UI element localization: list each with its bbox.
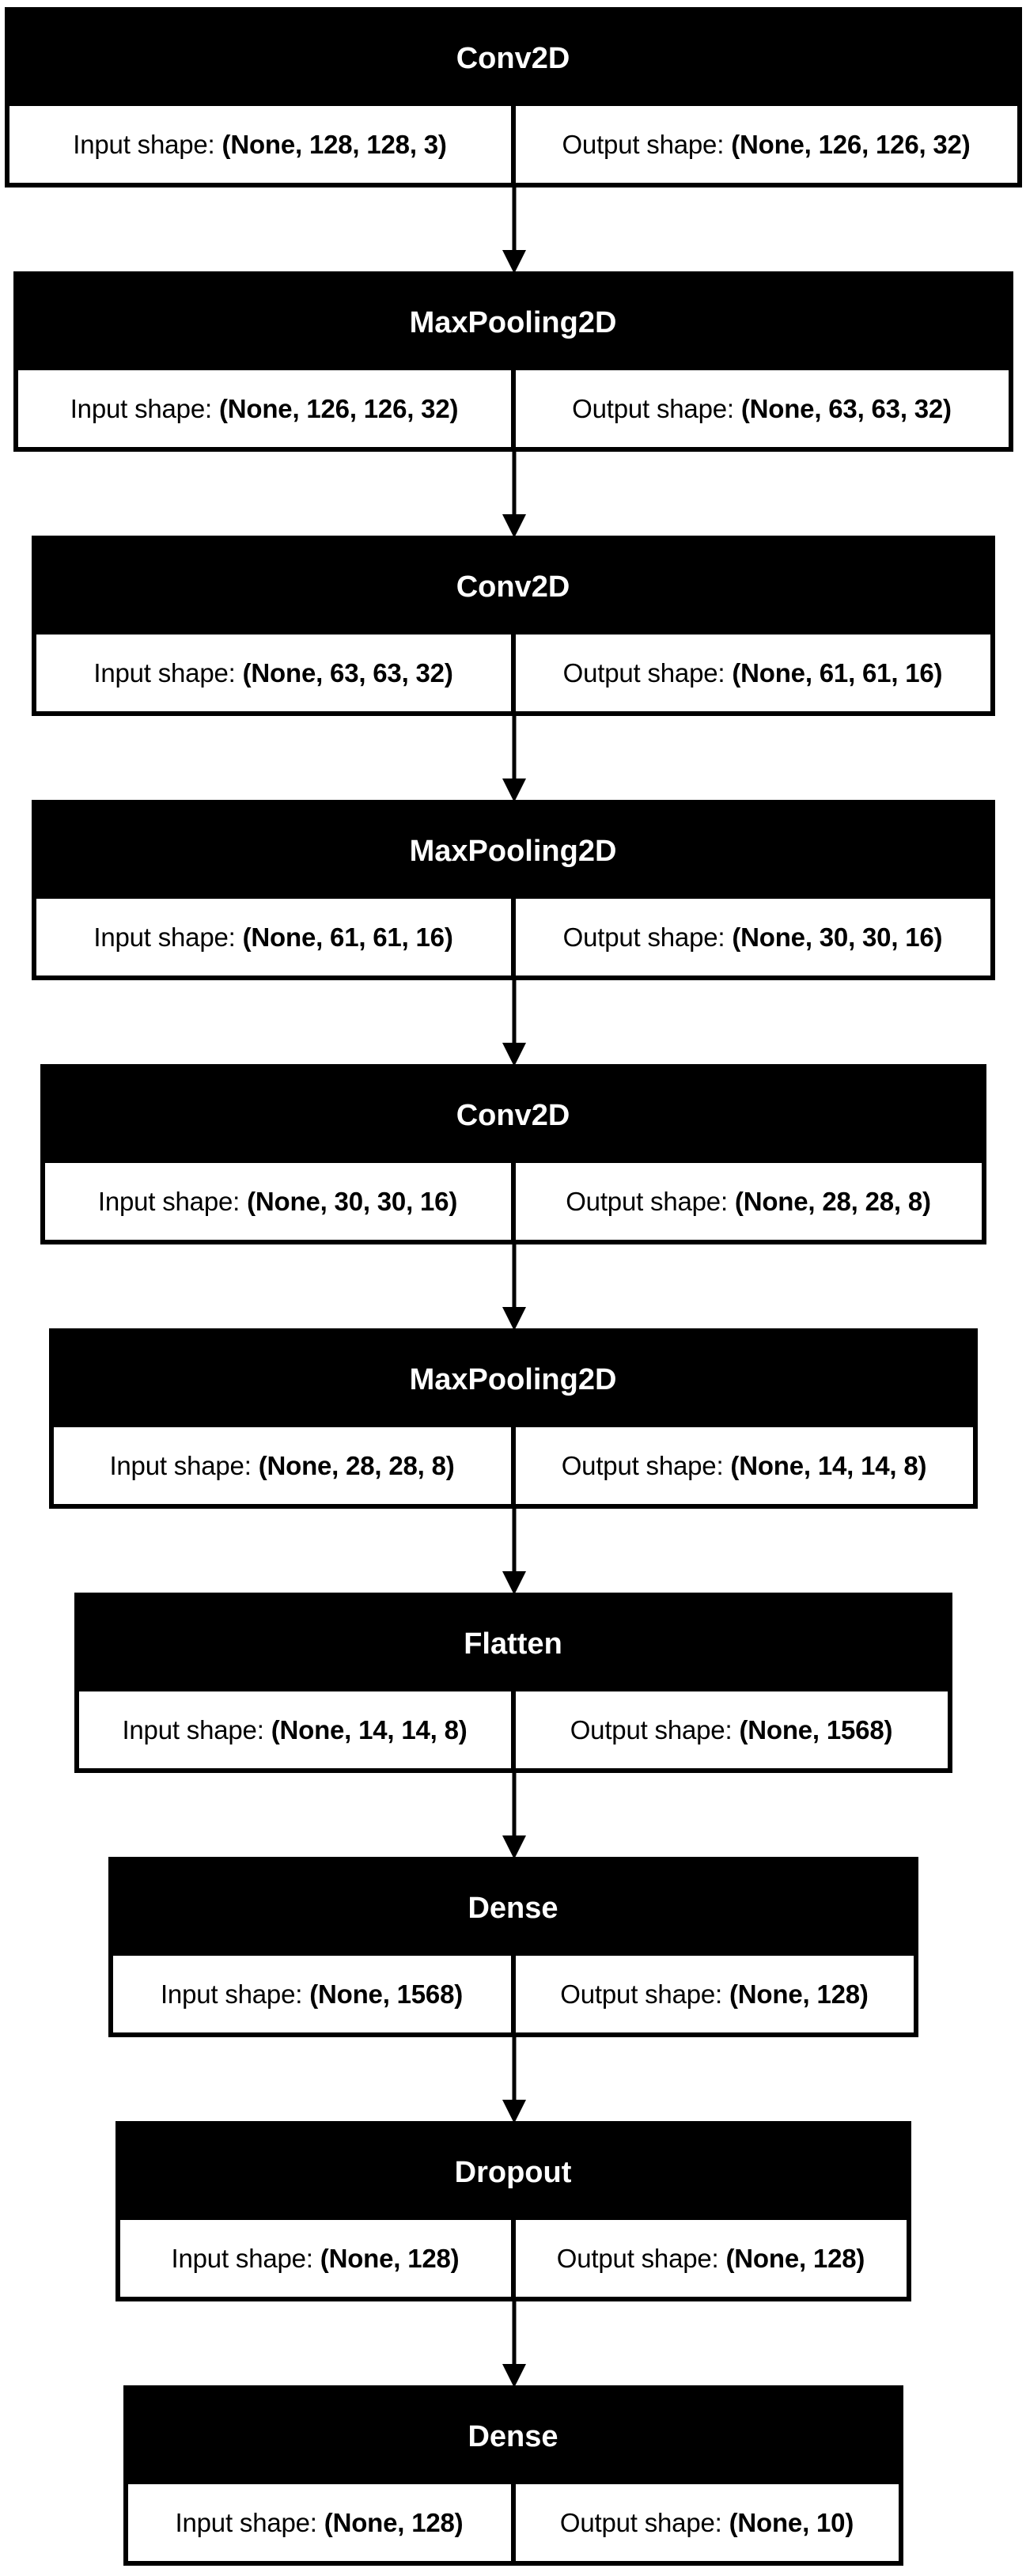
output-shape-label: Output shape: (561, 1450, 724, 1480)
output-shape-value: (None, 1568) (739, 1714, 893, 1744)
layer-title: Flatten (78, 1597, 948, 1691)
layer-5-conv2d: Conv2D Input shape: (None, 30, 30, 16) O… (40, 1064, 986, 1244)
output-shape-value: (None, 128) (729, 1979, 869, 2009)
input-shape-cell: Input shape: (None, 128) (128, 2484, 511, 2561)
output-shape-label: Output shape: (570, 1714, 733, 1744)
output-shape-cell: Output shape: (None, 30, 30, 16) (510, 899, 990, 975)
input-shape-value: (None, 128) (324, 2507, 464, 2537)
output-shape-cell: Output shape: (None, 128) (510, 1956, 914, 2032)
output-shape-value: (None, 128) (725, 2243, 865, 2273)
output-shape-label: Output shape: (562, 922, 725, 952)
input-shape-label: Input shape: (122, 1714, 264, 1744)
layer-title: Dense (112, 1862, 914, 1956)
layer-10-dense: Dense Input shape: (None, 128) Output sh… (123, 2385, 903, 2566)
layer-shapes: Input shape: (None, 63, 63, 32) Output s… (36, 635, 990, 711)
layer-title: Conv2D (36, 540, 990, 635)
input-shape-cell: Input shape: (None, 61, 61, 16) (36, 899, 511, 975)
input-shape-cell: Input shape: (None, 128) (120, 2220, 511, 2297)
layer-title: Dense (127, 2390, 899, 2484)
output-shape-value: (None, 10) (729, 2507, 854, 2537)
output-shape-cell: Output shape: (None, 1568) (510, 1691, 948, 1768)
layer-6-maxpooling2d: MaxPooling2D Input shape: (None, 28, 28,… (48, 1328, 978, 1509)
input-shape-value: (None, 28, 28, 8) (258, 1450, 455, 1480)
output-shape-cell: Output shape: (None, 14, 14, 8) (510, 1427, 973, 1504)
output-shape-label: Output shape: (559, 2507, 722, 2537)
input-shape-label: Input shape: (175, 2507, 317, 2537)
output-shape-cell: Output shape: (None, 28, 28, 8) (510, 1163, 982, 1240)
output-shape-value: (None, 14, 14, 8) (730, 1450, 927, 1480)
input-shape-label: Input shape: (97, 1186, 240, 1216)
input-shape-cell: Input shape: (None, 126, 126, 32) (18, 370, 511, 447)
input-shape-cell: Input shape: (None, 30, 30, 16) (45, 1163, 511, 1240)
input-shape-cell: Input shape: (None, 1568) (113, 1956, 511, 2032)
input-shape-value: (None, 128) (320, 2243, 460, 2273)
layer-title: Dropout (119, 2126, 907, 2220)
layer-8-dense: Dense Input shape: (None, 1568) Output s… (108, 1857, 918, 2037)
input-shape-value: (None, 128, 128, 3) (221, 129, 447, 159)
input-shape-label: Input shape: (73, 129, 215, 159)
output-shape-label: Output shape: (560, 1979, 723, 2009)
layer-4-maxpooling2d: MaxPooling2D Input shape: (None, 61, 61,… (31, 800, 995, 980)
layer-title: Conv2D (9, 12, 1017, 106)
input-shape-label: Input shape: (171, 2243, 313, 2273)
output-shape-value: (None, 126, 126, 32) (731, 129, 971, 159)
layer-3-conv2d: Conv2D Input shape: (None, 63, 63, 32) O… (31, 536, 995, 716)
output-shape-label: Output shape: (562, 657, 725, 688)
layer-shapes: Input shape: (None, 126, 126, 32) Output… (18, 370, 1009, 447)
input-shape-cell: Input shape: (None, 14, 14, 8) (79, 1691, 511, 1768)
input-shape-label: Input shape: (160, 1979, 303, 2009)
output-shape-value: (None, 30, 30, 16) (732, 922, 943, 952)
layer-shapes: Input shape: (None, 14, 14, 8) Output sh… (79, 1691, 948, 1768)
output-shape-label: Output shape: (572, 393, 734, 423)
input-shape-label: Input shape: (109, 1450, 252, 1480)
input-shape-label: Input shape: (93, 922, 236, 952)
layer-shapes: Input shape: (None, 128) Output shape: (… (128, 2484, 899, 2561)
layer-shapes: Input shape: (None, 128, 128, 3) Output … (9, 106, 1017, 183)
layer-1-conv2d: Conv2D Input shape: (None, 128, 128, 3) … (4, 7, 1022, 188)
layer-2-maxpooling2d: MaxPooling2D Input shape: (None, 126, 12… (13, 271, 1013, 452)
layer-shapes: Input shape: (None, 28, 28, 8) Output sh… (54, 1427, 973, 1504)
output-shape-cell: Output shape: (None, 10) (510, 2484, 899, 2561)
input-shape-value: (None, 1568) (309, 1979, 464, 2009)
layer-title: MaxPooling2D (17, 276, 1009, 370)
layer-title: MaxPooling2D (36, 805, 990, 899)
layer-title: MaxPooling2D (53, 1333, 973, 1427)
layer-shapes: Input shape: (None, 128) Output shape: (… (120, 2220, 907, 2297)
output-shape-value: (None, 28, 28, 8) (734, 1186, 931, 1216)
input-shape-value: (None, 14, 14, 8) (271, 1714, 468, 1744)
output-shape-label: Output shape: (566, 1186, 728, 1216)
layer-title: Conv2D (44, 1069, 982, 1163)
input-shape-cell: Input shape: (None, 63, 63, 32) (36, 635, 511, 711)
input-shape-label: Input shape: (93, 657, 236, 688)
output-shape-label: Output shape: (562, 129, 725, 159)
layer-shapes: Input shape: (None, 1568) Output shape: … (113, 1956, 914, 2032)
input-shape-value: (None, 63, 63, 32) (242, 657, 453, 688)
output-shape-value: (None, 61, 61, 16) (732, 657, 943, 688)
input-shape-cell: Input shape: (None, 28, 28, 8) (54, 1427, 511, 1504)
input-shape-value: (None, 30, 30, 16) (247, 1186, 458, 1216)
output-shape-cell: Output shape: (None, 126, 126, 32) (510, 106, 1017, 183)
output-shape-label: Output shape: (556, 2243, 719, 2273)
input-shape-label: Input shape: (70, 393, 212, 423)
output-shape-value: (None, 63, 63, 32) (740, 393, 952, 423)
layer-shapes: Input shape: (None, 61, 61, 16) Output s… (36, 899, 990, 975)
output-shape-cell: Output shape: (None, 63, 63, 32) (510, 370, 1009, 447)
layer-shapes: Input shape: (None, 30, 30, 16) Output s… (45, 1163, 982, 1240)
input-shape-value: (None, 126, 126, 32) (218, 393, 459, 423)
input-shape-cell: Input shape: (None, 128, 128, 3) (9, 106, 511, 183)
output-shape-cell: Output shape: (None, 61, 61, 16) (510, 635, 990, 711)
output-shape-cell: Output shape: (None, 128) (510, 2220, 907, 2297)
layer-7-flatten: Flatten Input shape: (None, 14, 14, 8) O… (74, 1593, 952, 1773)
layer-9-dropout: Dropout Input shape: (None, 128) Output … (115, 2121, 911, 2301)
input-shape-value: (None, 61, 61, 16) (242, 922, 453, 952)
